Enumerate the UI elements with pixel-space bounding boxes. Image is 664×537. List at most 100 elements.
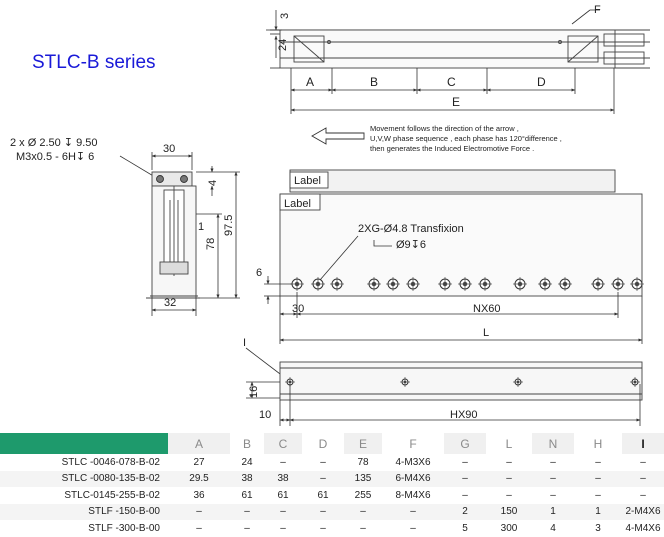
- spec-cell-value: –: [410, 522, 416, 534]
- mounting-hole: [630, 277, 644, 291]
- spec-cell-value: –: [320, 522, 326, 534]
- spec-cell-model: STLC -0080-135-B-02: [0, 470, 168, 487]
- dim-offset-10: 10: [259, 409, 271, 421]
- spec-cell-value: 135: [344, 470, 382, 487]
- spec-cell-model: STLC-0145-255-B-02: [64, 489, 160, 501]
- spec-header-col: A: [168, 433, 230, 454]
- transfixion-label: 2XG-Ø4.8 Transfixion: [358, 223, 464, 235]
- spec-cell-value: –: [640, 456, 646, 468]
- spec-header-col: I: [622, 433, 664, 454]
- spec-cell-value: 4: [550, 522, 556, 534]
- spec-cell-value: 5: [462, 522, 468, 534]
- mounting-hole: [458, 277, 472, 291]
- spec-cell-value: –: [506, 489, 512, 501]
- spec-header-col: L: [505, 436, 513, 451]
- spec-cell-value: –: [230, 503, 264, 520]
- spec-cell-value: –: [196, 522, 202, 534]
- spec-cell-value: 38: [264, 470, 302, 487]
- transfixion-leader: [319, 235, 359, 281]
- spec-cell-value: 61: [317, 489, 329, 501]
- spec-cell-value: 150: [486, 503, 532, 520]
- label-tag-small: Label: [294, 175, 321, 187]
- spec-cell-value: 3: [595, 522, 601, 534]
- dim-offset-30: 30: [292, 303, 304, 315]
- movement-note-line1: Movement follows the direction of the ar…: [370, 124, 519, 133]
- callout-f-leader: [571, 9, 591, 25]
- spec-cell-value: –: [486, 470, 532, 487]
- spec-header-col: H: [593, 436, 603, 451]
- movement-arrow-icon: [311, 127, 365, 145]
- mounting-hole: [591, 277, 605, 291]
- dim-value-1: 1: [198, 221, 204, 233]
- spec-cell-value: –: [462, 489, 468, 501]
- mounting-hole: [438, 277, 452, 291]
- spec-cell-value: –: [320, 456, 326, 468]
- dim-d: D: [537, 75, 546, 89]
- spec-cell-value: 8-M4X6: [395, 489, 431, 501]
- counterbore-label: Ø9↧6: [396, 239, 426, 251]
- base-mounting-holes: [285, 377, 640, 387]
- spec-cell-value: –: [595, 456, 601, 468]
- spec-cell-value: –: [550, 456, 556, 468]
- dim-c: C: [447, 75, 456, 89]
- cross-section-dims: [151, 152, 240, 316]
- spec-cell-value: 24: [241, 456, 253, 468]
- spec-cell-value: –: [462, 456, 468, 468]
- spec-cell-value: –: [574, 470, 622, 487]
- mounting-hole: [558, 277, 572, 291]
- spec-cell-value: 1: [574, 503, 622, 520]
- cross-section-view: [146, 171, 200, 299]
- dim-height-78: 78: [205, 238, 217, 250]
- label-tag-large: Label: [284, 198, 311, 210]
- dim-b: B: [370, 75, 378, 89]
- mounting-hole: [538, 277, 552, 291]
- mounting-hole: [478, 277, 492, 291]
- top-view-height-dims: [266, 10, 282, 58]
- dim-width-bottom: 32: [164, 297, 176, 309]
- spec-cell-value: –: [360, 522, 366, 534]
- spec-cell-value: –: [280, 456, 286, 468]
- spec-cell-value: –: [622, 470, 664, 487]
- spec-header-col: B: [242, 436, 251, 451]
- spec-cell-value: 255: [354, 489, 372, 501]
- spec-cell-value: 27: [193, 456, 205, 468]
- spec-cell-value: –: [640, 489, 646, 501]
- dim-pitch-nx60: NX60: [473, 303, 501, 315]
- spec-cell-value: 4-M3X6: [395, 456, 431, 468]
- dim-a: A: [306, 75, 314, 89]
- spec-cell-value: –: [302, 503, 344, 520]
- counterbore-symbol: [373, 240, 392, 247]
- spec-cell-value: –: [280, 522, 286, 534]
- side-view-dims: [264, 276, 643, 344]
- spec-header-col: E: [344, 433, 382, 454]
- mounting-holes: [290, 277, 644, 291]
- mounting-hole: [311, 277, 325, 291]
- spec-cell-value: 300: [500, 522, 518, 534]
- spec-cell-value: –: [244, 522, 250, 534]
- spec-cell-value: –: [382, 503, 444, 520]
- spec-cell-value: 2: [444, 503, 486, 520]
- spec-cell-value: 61: [241, 489, 253, 501]
- spec-cell-value: 1: [532, 503, 574, 520]
- spec-header-col: N: [532, 433, 574, 454]
- movement-note-line2: U,V,W phase sequence , each phase has 12…: [370, 134, 562, 143]
- technical-drawing: 3 24 F A B C D E Movement follows the di…: [10, 4, 650, 426]
- dim-width-top: 30: [163, 143, 175, 155]
- spec-cell-value: –: [302, 470, 344, 487]
- mounting-hole: [406, 277, 420, 291]
- spec-cell-value: –: [532, 470, 574, 487]
- spec-cell-model: STLF -150-B-00: [0, 503, 168, 520]
- dim-height-4: 4: [207, 180, 219, 186]
- callout-f: F: [594, 4, 601, 16]
- spec-header-col: C: [264, 433, 302, 454]
- mounting-hole: [513, 277, 527, 291]
- spec-cell-value: 38: [230, 470, 264, 487]
- top-view: [270, 29, 650, 69]
- base-mounting-hole: [400, 377, 410, 387]
